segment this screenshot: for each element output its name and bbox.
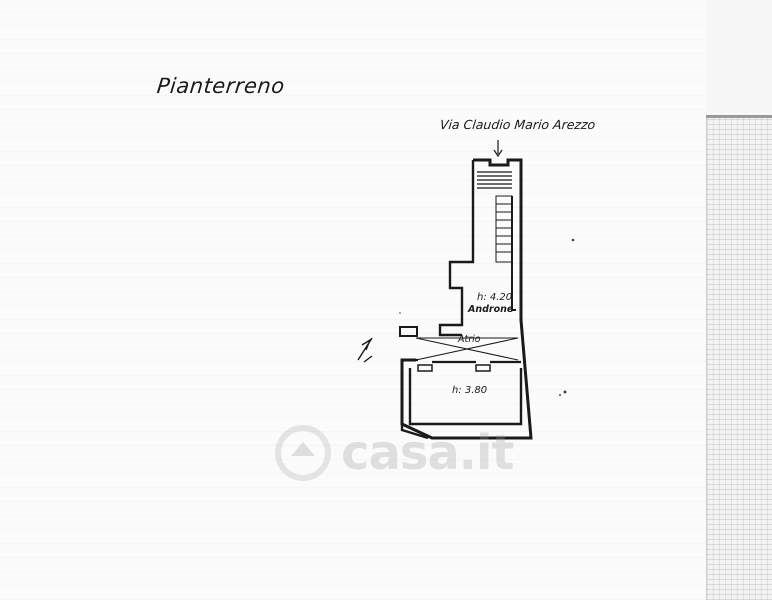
atrio-vault [415, 337, 519, 361]
room-label-androne: Androne [468, 304, 514, 315]
north-arrow-icon [357, 337, 373, 363]
inner-wall-left [438, 160, 475, 337]
adjacent-sheet-header [706, 0, 772, 118]
staircase [495, 195, 513, 263]
watermark-logo: casa.it [275, 418, 525, 488]
room-label-atrio: Atrio [458, 334, 481, 345]
inner-wall-right [511, 196, 516, 311]
atrio-wall [403, 358, 521, 364]
room-height-lower: h: 3.80 [452, 385, 488, 396]
scan-specks [399, 238, 575, 396]
pillar [399, 326, 418, 337]
room-height-androne: h: 4.20 [477, 292, 513, 303]
lower-room-wall [400, 360, 523, 440]
arrow-down-icon [493, 140, 503, 158]
door-jamb [475, 364, 491, 372]
door-jamb [417, 364, 433, 372]
watermark-text: casa.it [341, 425, 514, 481]
entrance-steps [477, 171, 512, 189]
home-icon [275, 425, 331, 481]
